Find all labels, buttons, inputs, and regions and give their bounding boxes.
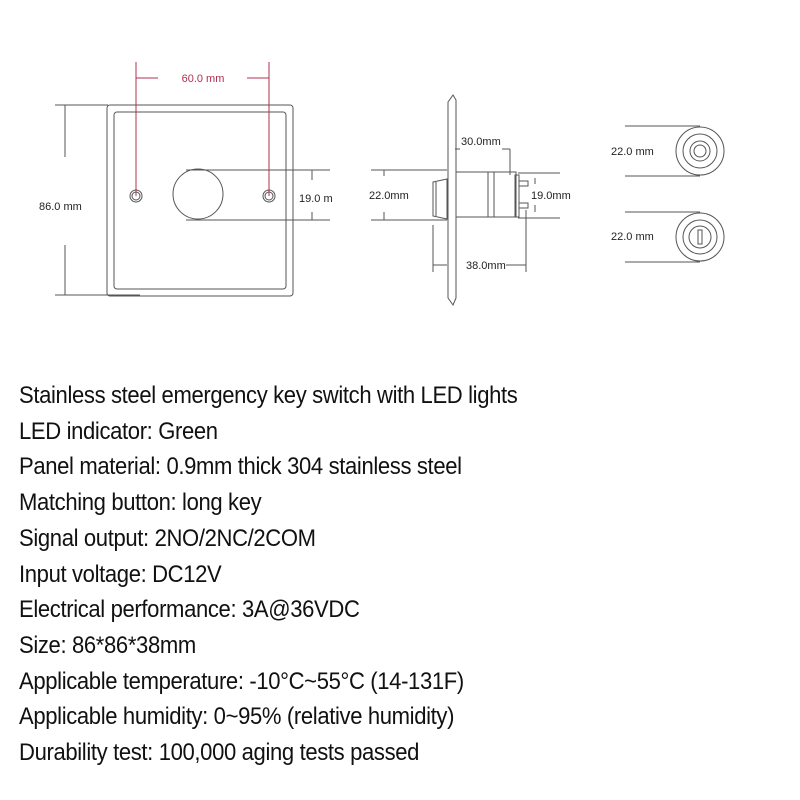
- height-label: 86.0 mm: [39, 201, 82, 213]
- spec-led-indicator: LED indicator: Green: [19, 417, 218, 445]
- spec-size: Size: 86*86*38mm: [19, 631, 196, 659]
- keyhole-icon: [625, 211, 725, 263]
- spec-input-voltage: Input voltage: DC12V: [19, 560, 222, 588]
- button-diameter-label: 19.0 m: [299, 193, 333, 205]
- side-view: [371, 94, 560, 307]
- total-depth-label: 38.0mm: [466, 260, 506, 272]
- key-view-1-label: 22.0 mm: [611, 146, 654, 158]
- head-diameter-label: 22.0mm: [369, 190, 409, 202]
- spec-temperature: Applicable temperature: -10°C~55°C (14-1…: [19, 667, 464, 695]
- body-diameter-label: 19.0mm: [531, 190, 571, 202]
- spec-electrical-performance: Electrical performance: 3A@36VDC: [19, 596, 360, 624]
- spec-panel-material: Panel material: 0.9mm thick 304 stainles…: [19, 453, 462, 481]
- hole-spacing-label: 60.0 mm: [182, 73, 225, 85]
- body-length-label: 30.0mm: [461, 136, 501, 148]
- spec-humidity: Applicable humidity: 0~95% (relative hum…: [19, 703, 455, 731]
- spec-list: Stainless steel emergency key switch wit…: [19, 378, 573, 771]
- front-view-panel: [55, 104, 330, 297]
- spec-matching-button: Matching button: long key: [19, 489, 262, 517]
- spec-title: Stainless steel emergency key switch wit…: [19, 382, 518, 409]
- led-ring-icon: [625, 125, 725, 177]
- hole-spacing-dimension: [135, 62, 270, 196]
- key-view-2-label: 22.0 mm: [611, 231, 654, 243]
- spec-signal-output: Signal output: 2NO/2NC/2COM: [19, 524, 316, 552]
- technical-drawing: 60.0 mm 86.0 mm 19.0 m 30.0mm 22.0mm 19.…: [39, 62, 725, 307]
- spec-durability: Durability test: 100,000 aging tests pas…: [19, 739, 420, 767]
